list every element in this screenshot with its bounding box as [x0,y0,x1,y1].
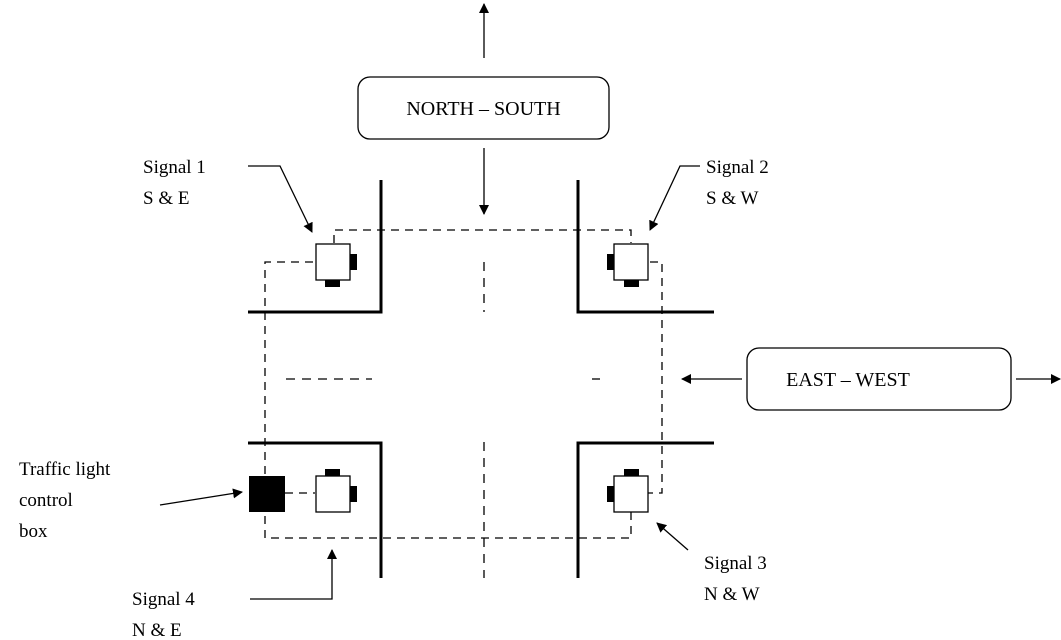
signal-2-dirs: S & W [706,188,759,209]
signal-3-leader [656,522,689,551]
control-box-label-2: control [19,490,73,511]
signal-wiring [264,229,663,539]
signal-3-dirs: N & W [704,584,760,605]
signal-4-name: Signal 4 [132,589,195,610]
east-west-box [746,347,1012,411]
control-box-label-3: box [19,521,48,542]
signal-1-leader [248,165,313,233]
road-corner-se [576,441,714,578]
east-west-label: EAST – WEST [786,369,910,391]
signal-3-head [607,469,649,513]
north-south-box [357,76,610,140]
signal-1-name: Signal 1 [143,157,206,178]
control-box [249,476,285,512]
control-box-label-1: Traffic light [19,459,111,480]
signal-4-dirs: N & E [132,620,182,640]
road-corner-ne [576,180,714,314]
lane-markings [286,262,600,578]
road-corner-sw [248,441,383,578]
control-box-leader [159,488,243,506]
callout-leaders [159,165,700,600]
signal-2-leader [649,165,700,231]
signal-1-dirs: S & E [143,188,189,209]
signal-3-name: Signal 3 [704,553,767,574]
road-edges [248,180,714,578]
signal-4-head [315,469,357,513]
signal-2-head [607,243,649,287]
direction-arrows [479,3,1061,384]
signal-2-name: Signal 2 [706,157,769,178]
north-south-label: NORTH – SOUTH [406,98,560,120]
signal-1-head [315,243,357,287]
signal-4-leader [250,549,337,600]
road-corner-nw [248,180,383,314]
